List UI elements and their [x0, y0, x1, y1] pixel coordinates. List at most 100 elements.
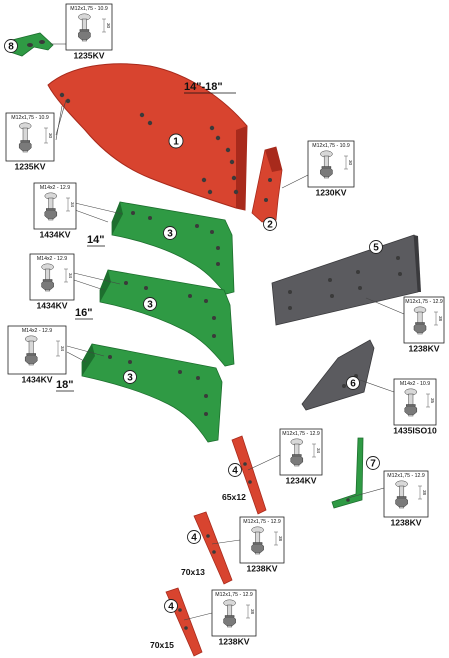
bolt-spec-boxes: M12x1,75 - 10.9 30 1235KV M12x1,75 - 10.9 30…: [5, 3, 445, 647]
part-3b-callout: 3: [143, 297, 157, 311]
bolt-box-frame: [393, 378, 437, 426]
bolt-code-text: 1238KV: [390, 518, 421, 528]
bolt-icon: [290, 438, 304, 467]
part-5-number: 5: [373, 243, 379, 254]
bolt-box-b5[interactable]: M12x1,75 - 12.9 38 1238KV: [403, 296, 445, 354]
bolt-length-text: 38: [438, 316, 443, 322]
bolt-code-text: 1230KV: [315, 188, 346, 198]
part-4-point-70x13[interactable]: [193, 511, 233, 585]
part-4-point-65x12[interactable]: [231, 435, 267, 515]
part-2-callout: 2: [263, 217, 277, 231]
bolt-box-b4a[interactable]: M12x1,75 - 12.9 34 1234KV: [279, 428, 323, 486]
bolt-box-frame: [403, 296, 445, 344]
part-8-callout: 8: [4, 39, 18, 53]
part-4c-callout: 4: [164, 599, 178, 613]
bolt-icon: [44, 192, 58, 221]
part-5-callout: 5: [369, 240, 383, 254]
bolt-box-frame: [239, 516, 285, 564]
part-3a-callout: 3: [163, 226, 177, 240]
bolt-length-text: 38: [278, 536, 283, 542]
part-4c-number: 4: [168, 602, 174, 613]
bolt-length-text: 34: [68, 273, 73, 279]
bolt-code-text: 1234KV: [285, 476, 316, 486]
part-3c-number: 3: [127, 373, 133, 384]
bolt-icon: [41, 263, 54, 292]
part-3-share-14[interactable]: [111, 201, 235, 295]
bolt-code-text: 1238KV: [218, 637, 249, 647]
bolt-code-text: 1235KV: [14, 162, 45, 172]
bolt-spec-text: M14x2 - 12.9: [37, 256, 67, 262]
bolt-spec-text: M12x1,75 - 12.9: [405, 299, 443, 305]
part-2-shin[interactable]: [251, 146, 283, 223]
bolt-code-text: 1434KV: [36, 301, 67, 311]
part-7-number: 7: [370, 459, 376, 470]
bolt-box-b4c[interactable]: M12x1,75 - 12.9 38 1238KV: [211, 589, 257, 647]
bolt-box-b2[interactable]: M12x1,75 - 10.9 30 1230KV: [307, 140, 355, 198]
bolt-spec-text: M12x1,75 - 12.9: [282, 431, 320, 437]
part-4b-number: 4: [191, 533, 197, 544]
bolt-code-text: 1238KV: [408, 344, 439, 354]
bolt-length-text: 30: [48, 133, 53, 139]
bolt-length-text: 38: [422, 490, 427, 496]
bolt-box-frame: [307, 140, 355, 188]
bolt-length-text: 38: [250, 609, 255, 615]
part-7-callout: 7: [366, 456, 380, 470]
bolt-icon: [78, 13, 91, 42]
bolt-icon: [404, 388, 418, 417]
bolt-spec-text: M14x2 - 12.9: [22, 328, 52, 334]
bolt-spec-text: M12x1,75 - 12.9: [215, 592, 253, 598]
part-7-angle-bracket[interactable]: [331, 437, 364, 509]
part-6-callout: 6: [346, 376, 360, 390]
bolt-box-b1[interactable]: M12x1,75 - 10.9 30 1235KV: [5, 112, 55, 172]
bolt-box-frame: [29, 253, 75, 301]
bolt-box-frame: [211, 589, 257, 637]
part-3-share-16[interactable]: [99, 269, 235, 367]
part-1-number: 1: [173, 137, 179, 148]
part-4b-callout: 4: [187, 530, 201, 544]
bolt-spec-text: M12x1,75 - 10.9: [70, 6, 108, 12]
bolt-length-text: 30: [348, 160, 353, 166]
bolt-box-frame: [65, 3, 113, 51]
leader-lines: [50, 43, 405, 621]
bolt-length-text: 34: [70, 202, 75, 208]
part-6-number: 6: [350, 379, 356, 390]
share-16-label: 16": [75, 307, 92, 319]
part-1-callout: 1: [168, 133, 184, 149]
bolt-length-text: 35: [430, 398, 435, 404]
bolt-icon: [223, 599, 236, 628]
bolt-length-text: 34: [316, 448, 321, 454]
part-1-moldboard[interactable]: [47, 63, 248, 211]
bolt-box-frame: [383, 470, 429, 518]
part-3-share-18[interactable]: [81, 343, 223, 443]
bolt-spec-text: M14x2 - 10.9: [400, 381, 430, 387]
part-3a-number: 3: [167, 229, 173, 240]
part-8-number: 8: [8, 42, 14, 53]
bolt-icon: [251, 526, 264, 555]
part-6-heel[interactable]: [301, 339, 375, 411]
point-a-size-label: 65x12: [222, 492, 246, 502]
bolt-code-text: 1235KV: [73, 51, 104, 61]
bolt-icon: [395, 480, 408, 509]
point-c-size-label: 70x15: [150, 640, 174, 650]
share-18-label: 18": [56, 379, 73, 391]
bolt-box-frame: [279, 428, 323, 476]
bolt-box-frame: [7, 325, 67, 375]
bolt-spec-text: M12x1,75 - 10.9: [11, 115, 49, 121]
part-5-landside[interactable]: [271, 234, 421, 326]
bolt-icon: [413, 306, 427, 335]
bolt-icon: [320, 150, 333, 179]
bolt-spec-text: M12x1,75 - 10.9: [312, 143, 350, 149]
part-3c-callout: 3: [123, 370, 137, 384]
bolt-spec-text: M14x2 - 12.9: [40, 185, 70, 191]
bolt-box-b3b[interactable]: M14x2 - 12.9 34 1434KV: [29, 253, 75, 311]
bolt-icon: [18, 122, 32, 153]
bolt-code-text: 1238KV: [246, 564, 277, 574]
bolt-box-frame: [33, 182, 77, 230]
